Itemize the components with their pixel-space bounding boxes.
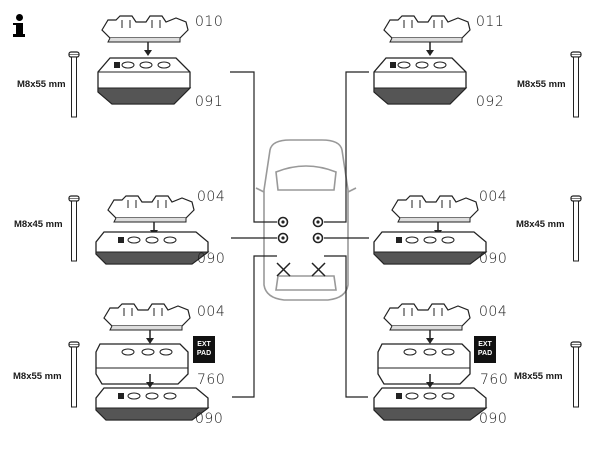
mount-point-icon [312, 216, 324, 228]
part-label: 760 [480, 372, 509, 388]
mount-point-icon [277, 232, 289, 244]
ext-pad-line2: PAD [477, 350, 493, 357]
bolt-size-label: M8x45 mm [14, 219, 63, 230]
cross-icon [311, 262, 326, 277]
mount-point-icon [312, 232, 324, 244]
part-label: 004 [197, 304, 226, 320]
ext-pad-line1: EXT [197, 341, 211, 348]
assembly-mid-right [373, 195, 487, 265]
part-label: 004 [197, 189, 226, 205]
assembly-top-left [97, 15, 191, 105]
part-label: 004 [479, 304, 508, 320]
bolt-icon [570, 195, 582, 262]
bolt-icon [68, 341, 80, 408]
bolt-size-label: M8x55 mm [514, 371, 563, 382]
part-label: 091 [195, 94, 224, 110]
part-label: 090 [479, 411, 508, 427]
assembly-bottom-right [373, 303, 487, 421]
bolt-size-label: M8x55 mm [517, 79, 566, 90]
mount-point-icon [277, 216, 289, 228]
ext-pad-badge: EXT PAD [193, 336, 215, 363]
part-label: 090 [479, 251, 508, 267]
part-label: 760 [197, 372, 226, 388]
ext-pad-line2: PAD [196, 350, 212, 357]
info-icon [13, 14, 25, 38]
assembly-bottom-left [95, 303, 209, 421]
assembly-mid-left [95, 195, 209, 265]
leader-lines [230, 71, 369, 398]
bolt-size-label: M8x55 mm [17, 79, 66, 90]
part-label: 004 [479, 189, 508, 205]
ext-pad-line1: EXT [478, 341, 492, 348]
part-label: 010 [195, 14, 224, 30]
bolt-size-label: M8x45 mm [516, 219, 565, 230]
ext-pad-badge: EXT PAD [474, 336, 496, 363]
bolt-icon [570, 341, 582, 408]
assembly-top-right [373, 15, 471, 105]
part-label: 092 [476, 94, 505, 110]
bolt-icon [570, 51, 582, 118]
cross-icon [276, 262, 291, 277]
bolt-icon [68, 195, 80, 262]
car-outline [255, 139, 357, 301]
part-label: 090 [195, 411, 224, 427]
bolt-icon [68, 51, 80, 118]
part-label: 011 [476, 14, 505, 30]
part-label: 090 [197, 251, 226, 267]
bolt-size-label: M8x55 mm [13, 371, 62, 382]
